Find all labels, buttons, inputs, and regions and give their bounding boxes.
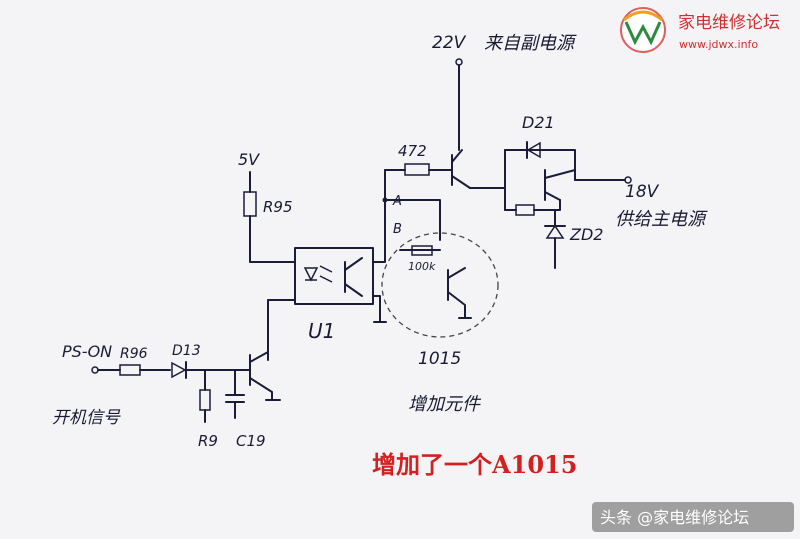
zener-zd2 xyxy=(545,224,565,239)
logo-w-icon xyxy=(624,21,662,46)
wire-opto-collector xyxy=(372,199,386,263)
wire-bias xyxy=(504,199,561,211)
reg-transistor-legs xyxy=(544,169,576,201)
diode-d13 xyxy=(171,361,187,379)
logo-site-url: www.jdwx.info xyxy=(679,38,758,51)
label-d21: D21 xyxy=(522,113,555,132)
added-transistor-a1015 xyxy=(447,267,466,319)
opto-led-icon xyxy=(303,267,319,282)
label-ps-on: PS-ON xyxy=(62,342,112,361)
logo-arc-icon xyxy=(623,10,663,22)
wire-opto-emitter xyxy=(372,295,381,323)
label-main-supply: 供给主电源 xyxy=(615,209,708,230)
highlight-added-part xyxy=(381,232,499,338)
wire-opto-to-driver xyxy=(267,299,296,361)
label-1015: 1015 xyxy=(418,349,461,369)
label-point-a: A xyxy=(392,194,402,209)
label-r95: R95 xyxy=(263,198,293,216)
wire-r95-optocoupler xyxy=(249,215,296,263)
watermark-background xyxy=(592,502,794,532)
wire-a-loop xyxy=(384,199,441,241)
label-r9: R9 xyxy=(198,432,218,450)
label-zd2: ZD2 xyxy=(569,225,603,244)
diode-d21 xyxy=(526,141,541,159)
label-472: 472 xyxy=(398,142,427,160)
label-point-b: B xyxy=(393,222,402,237)
opto-phototransistor xyxy=(344,257,363,297)
label-power-signal: 开机信号 xyxy=(52,408,121,428)
watermark-text: 头条 @家电维修论坛 xyxy=(600,508,749,527)
resistor-472 xyxy=(404,163,430,176)
pass-transistor-emitter xyxy=(451,175,471,189)
opto-light-arrows-icon xyxy=(319,265,333,283)
capacitor-c19 xyxy=(225,369,245,419)
label-5v: 5V xyxy=(238,150,260,169)
resistor-bias xyxy=(515,204,535,216)
label-18v: 18V xyxy=(625,182,660,202)
resistor-r95 xyxy=(243,191,257,217)
label-aux-source: 来自副电源 xyxy=(484,33,577,54)
label-d13: D13 xyxy=(172,343,201,359)
label-100k: 100k xyxy=(408,260,436,273)
watermark: 头条 @家电维修论坛 xyxy=(592,502,794,532)
label-r96: R96 xyxy=(120,346,148,362)
resistor-r9 xyxy=(199,389,211,411)
resistor-r96 xyxy=(119,364,141,376)
caption-added-a1015: 增加了一个A1015 xyxy=(372,450,577,479)
label-c19: C19 xyxy=(236,432,266,450)
site-logo[interactable]: 家电维修论坛 www.jdwx.info xyxy=(620,7,780,53)
pass-transistor-collector xyxy=(451,149,463,163)
terminal-18v xyxy=(624,176,632,184)
label-22v: 22V xyxy=(432,33,467,53)
optocoupler-u1 xyxy=(294,247,374,305)
label-added-part: 增加元件 xyxy=(408,394,482,415)
label-u1: U1 xyxy=(308,319,335,343)
driver-transistor xyxy=(249,339,273,401)
resistor-100k xyxy=(411,245,433,256)
logo-site-name: 家电维修论坛 xyxy=(678,13,780,33)
